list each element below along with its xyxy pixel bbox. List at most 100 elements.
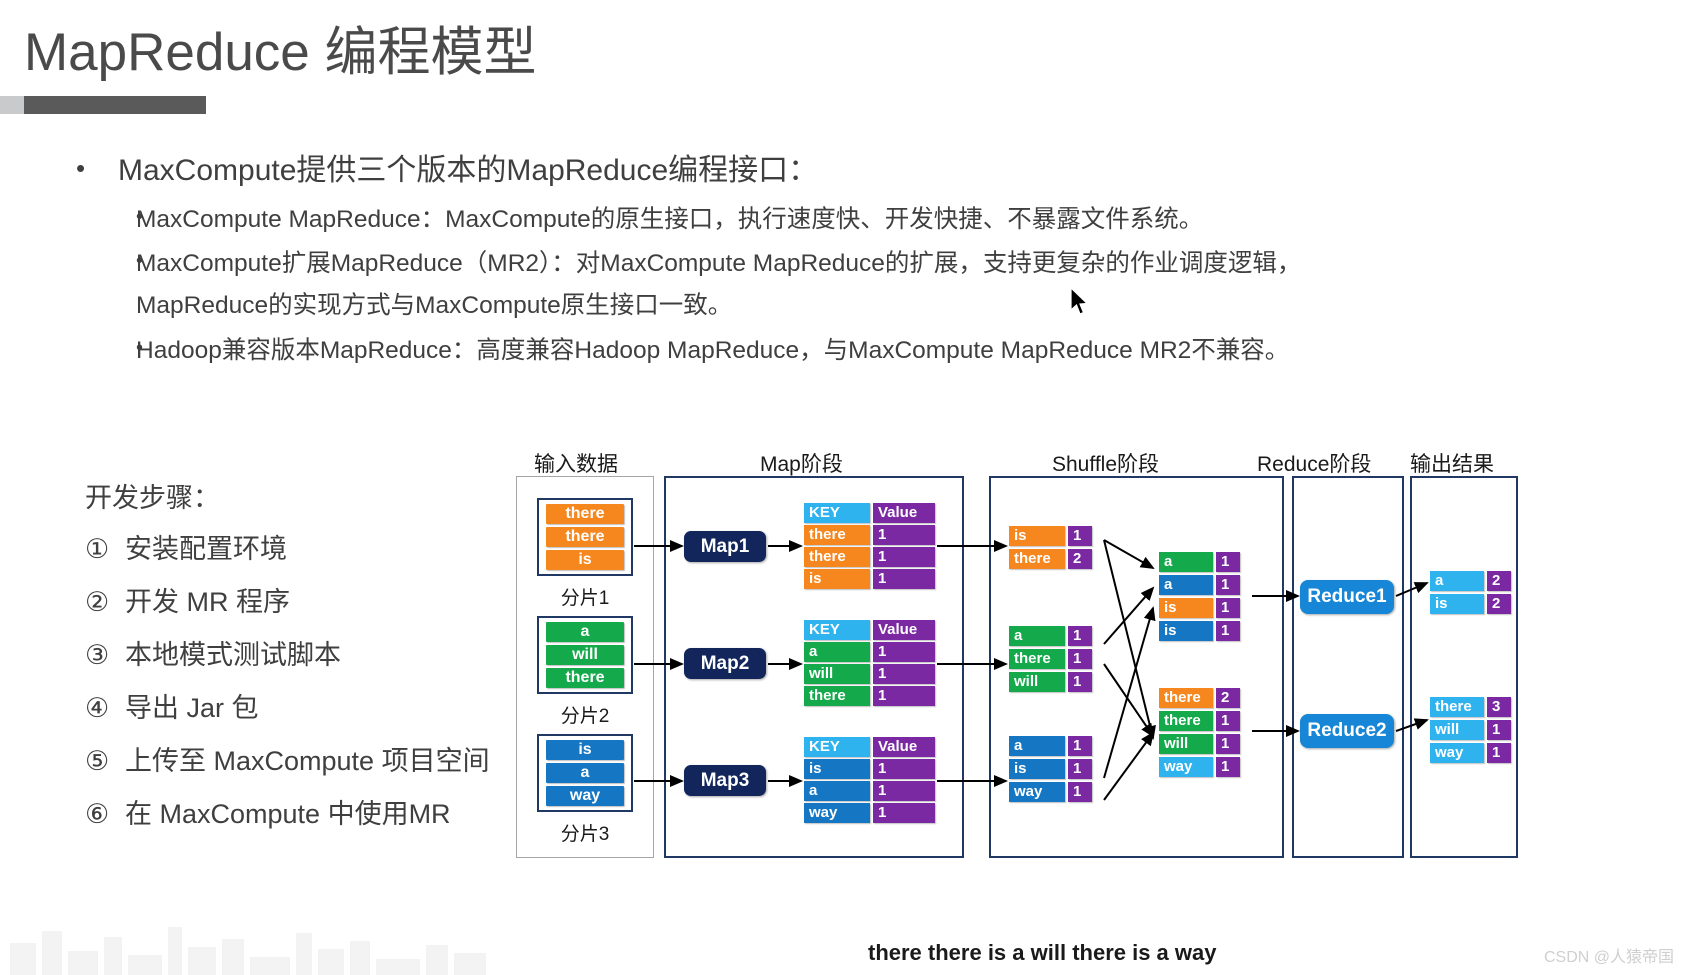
table-row: there 1 — [804, 547, 935, 567]
bullet-item-3: • Hadoop兼容版本MapReduce：高度兼容Hadoop MapRedu… — [70, 335, 1630, 367]
input-split-1-label: 分片1 — [560, 588, 610, 609]
table-row: will 1 — [1430, 720, 1511, 740]
shuffle-in-3-value-2: 1 — [1068, 759, 1092, 779]
shuffle-in-2-value-3: 1 — [1068, 672, 1092, 692]
split-3-row-1: is — [546, 740, 624, 760]
shuffle-in-1-value-2: 2 — [1068, 549, 1092, 569]
bullet-item-3-label: Hadoop兼容版本MapReduce：高度兼容Hadoop MapReduce… — [136, 336, 1290, 364]
output-2-value-2: 1 — [1487, 720, 1511, 740]
dev-steps-list: 开发步骤： ① 安装配置环境 ② 开发 MR 程序 ③ 本地模式测试脚本 ④ 导… — [85, 476, 490, 845]
mapper-3-key-1: is — [804, 759, 870, 779]
title-rule-light — [0, 96, 24, 114]
split-3-row-3: way — [546, 786, 624, 806]
dev-step-2: ② 开发 MR 程序 — [85, 580, 490, 619]
mapper-2-value-header: Value — [873, 620, 935, 640]
table-header-row: KEY Value — [804, 737, 935, 757]
dev-step-3-number: ③ — [85, 640, 110, 670]
shuffle-out-1-value-2: 1 — [1216, 575, 1240, 595]
table-row: there 1 — [804, 686, 935, 706]
shuffle-in-2-value-1: 1 — [1068, 626, 1092, 646]
table-header-row: KEY Value — [804, 503, 935, 523]
mapper-3-key-3: way — [804, 803, 870, 823]
reducer-1-button[interactable]: Reduce1 — [1300, 580, 1394, 614]
table-row: is 1 — [1009, 759, 1092, 779]
shuffle-out-2-value-1: 2 — [1216, 688, 1240, 708]
mapper-1-key-1: there — [804, 525, 870, 545]
output-1-value-1: 2 — [1487, 571, 1511, 591]
split-3-row-2: a — [546, 763, 624, 783]
dev-step-4: ④ 导出 Jar 包 — [85, 686, 490, 725]
shuffle-input-group-2: a 1 there 1 will 1 — [1009, 626, 1092, 695]
shuffle-out-2-value-2: 1 — [1216, 711, 1240, 731]
output-group-2: there 3 will 1 way 1 — [1430, 697, 1511, 766]
input-split-2-label: 分片2 — [560, 706, 610, 727]
shuffle-in-2-key-1: a — [1009, 626, 1065, 646]
bullet-item-1-label: MaxCompute MapReduce：MaxCompute的原生接口，执行速… — [136, 205, 1204, 233]
table-row: a 1 — [1159, 575, 1240, 595]
mouse-cursor-icon — [1070, 287, 1089, 315]
mapper-3-button[interactable]: Map3 — [684, 765, 766, 796]
dev-steps-heading: 开发步骤： — [85, 483, 220, 513]
shuffle-input-group-1: is 1 there 2 — [1009, 526, 1092, 572]
dev-step-5: ⑤ 上传至 MaxCompute 项目空间 — [85, 739, 490, 778]
stage-box-reduce — [1292, 476, 1404, 858]
output-group-1: a 2 is 2 — [1430, 571, 1511, 617]
mapper-1-output-table: KEY Value there 1 there 1 is 1 — [804, 503, 935, 589]
shuffle-in-2-value-2: 1 — [1068, 649, 1092, 669]
mapper-2-key-2: will — [804, 664, 870, 684]
input-split-3-label: 分片3 — [560, 824, 610, 845]
mapper-3-value-header: Value — [873, 737, 935, 757]
dev-step-6: ⑥ 在 MaxCompute 中使用MR — [85, 792, 490, 831]
shuffle-in-2-key-2: there — [1009, 649, 1065, 669]
mapper-3-key-2: a — [804, 781, 870, 801]
stage-title-map: Map阶段 — [760, 453, 843, 476]
shuffle-out-1-value-4: 1 — [1216, 621, 1240, 641]
dev-step-6-label: 在 MaxCompute 中使用MR — [125, 799, 451, 829]
table-row: will 1 — [1159, 734, 1240, 754]
mapper-1-value-1: 1 — [873, 525, 935, 545]
shuffle-in-3-value-1: 1 — [1068, 736, 1092, 756]
bullet-item-2-line2: MapReduce的实现方式与MaxCompute原生接口一致。 — [136, 292, 733, 320]
reducer-2-button[interactable]: Reduce2 — [1300, 714, 1394, 748]
shuffle-in-2-key-3: will — [1009, 672, 1065, 692]
table-row: is 1 — [804, 759, 935, 779]
split-2-row-3: there — [546, 668, 624, 688]
shuffle-in-3-key-1: a — [1009, 736, 1065, 756]
shuffle-out-1-value-3: 1 — [1216, 598, 1240, 618]
table-row: will 1 — [1009, 672, 1092, 692]
table-row: way 1 — [1430, 743, 1511, 763]
dev-step-4-number: ④ — [85, 693, 110, 723]
title-rule-dark — [24, 96, 206, 114]
dev-step-3: ③ 本地模式测试脚本 — [85, 633, 490, 672]
mapper-3-value-1: 1 — [873, 759, 935, 779]
split-1-row-3: is — [546, 550, 624, 570]
split-2-row-2: will — [546, 645, 624, 665]
bullet-list: • MaxCompute提供三个版本的MapReduce编程接口： • MaxC… — [70, 152, 1630, 379]
shuffle-in-3-value-3: 1 — [1068, 782, 1092, 802]
input-split-3: is a way — [537, 734, 633, 812]
output-1-key-1: a — [1430, 571, 1484, 591]
shuffle-out-2-key-4: way — [1159, 757, 1213, 777]
mapper-2-output-table: KEY Value a 1 will 1 there 1 — [804, 620, 935, 706]
table-row: a 1 — [1159, 552, 1240, 572]
mapper-2-key-3: there — [804, 686, 870, 706]
mapper-1-button[interactable]: Map1 — [684, 531, 766, 562]
stage-box-output — [1410, 476, 1518, 858]
shuffle-in-1-value-1: 1 — [1068, 526, 1092, 546]
table-row: there 2 — [1159, 688, 1240, 708]
table-header-row: KEY Value — [804, 620, 935, 640]
table-row: a 1 — [804, 781, 935, 801]
mapper-1-value-3: 1 — [873, 569, 935, 589]
shuffle-input-group-3: a 1 is 1 way 1 — [1009, 736, 1092, 805]
bullet-item-2-line1: MaxCompute扩展MapReduce（MR2）：对MaxCompute M… — [136, 250, 1302, 278]
bullet-dot-icon: • — [76, 153, 86, 183]
output-1-key-2: is — [1430, 594, 1484, 614]
output-2-key-3: way — [1430, 743, 1484, 763]
split-1-row-2: there — [546, 527, 624, 547]
stage-title-reduce: Reduce阶段 — [1257, 453, 1372, 476]
bullet-item-2-label: MaxCompute扩展MapReduce（MR2）：对MaxCompute M… — [136, 248, 1630, 323]
shuffle-in-3-key-2: is — [1009, 759, 1065, 779]
mapper-2-button[interactable]: Map2 — [684, 648, 766, 679]
bullet-item-1: • MaxCompute MapReduce：MaxCompute的原生接口，执… — [70, 204, 1630, 236]
split-1-row-1: there — [546, 504, 624, 524]
